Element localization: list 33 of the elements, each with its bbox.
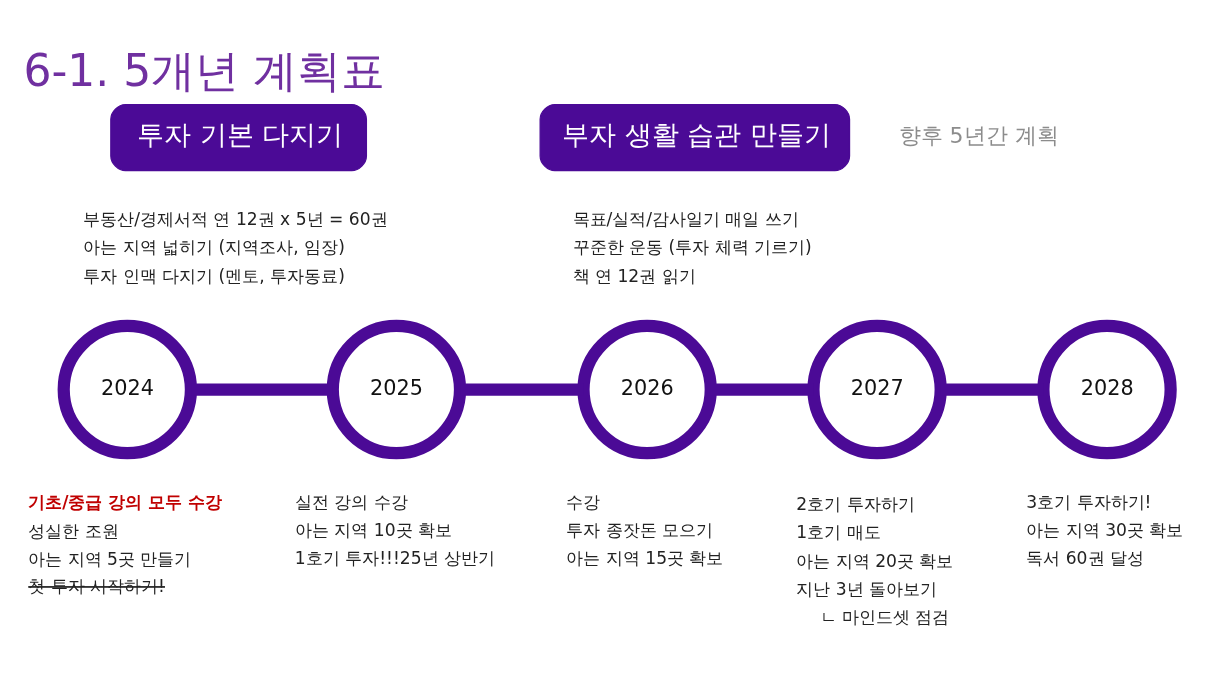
- diagram-title: 6-1. 5개년 계획표: [23, 44, 386, 96]
- node-circle: 2027: [807, 319, 947, 459]
- node-label: 수강: [566, 491, 601, 512]
- node-label: 책 연 12권 읽기: [572, 265, 696, 286]
- node-box: 투자 기본 다지기: [110, 103, 368, 171]
- node-box: 부자 생활 습관 만들기: [539, 103, 851, 171]
- node-label: 3호기 투자하기!: [1026, 491, 1152, 512]
- node-label: 아는 지역 5곳 만들기: [28, 548, 192, 569]
- node-circle: 2026: [577, 319, 717, 459]
- node-label: 지난 3년 돌아보기: [796, 578, 938, 599]
- node-label: 목표/실적/감사일기 매일 쓰기: [572, 208, 799, 229]
- node-label: 아는 지역 30곳 확보: [1026, 519, 1184, 540]
- node-label: 투자 종잣돈 모으기: [566, 519, 714, 540]
- node-label: 실전 강의 수강: [294, 491, 408, 512]
- node-circle: 2024: [57, 319, 198, 459]
- node-label: 아는 지역 15곳 확보: [566, 547, 724, 568]
- node-label: ㄴ 마인드셋 점검: [819, 606, 950, 627]
- node-label: 아는 지역 20곳 확보: [796, 550, 954, 571]
- node-label: 투자 인맥 다지기 (멘토, 투자동료): [83, 265, 345, 286]
- node-label: 1호기 투자!!!25년 상반기: [294, 547, 496, 568]
- node-label: 독서 60권 달성: [1026, 547, 1144, 568]
- node-label: 부동산/경제서적 연 12권 x 5년 = 60권: [83, 208, 388, 229]
- label: 향후 5년간 계획: [898, 122, 1059, 148]
- node-label: 기초/중급 강의 모두 수강: [28, 491, 223, 512]
- node-label: 2호기 투자하기: [796, 493, 915, 514]
- node-label: 아는 지역 10곳 확보: [294, 519, 452, 540]
- node-label: 아는 지역 넓히기 (지역조사, 임장): [83, 236, 345, 257]
- node-label: 성실한 조원: [28, 520, 119, 541]
- node-circle: 2025: [326, 319, 467, 459]
- node-label: 첫 투자 시작하기!: [28, 575, 165, 596]
- node-label: 꾸준한 운동 (투자 체력 기르기): [572, 236, 812, 257]
- node-circle: 2028: [1037, 319, 1177, 459]
- node-label: 1호기 매도: [796, 521, 881, 542]
